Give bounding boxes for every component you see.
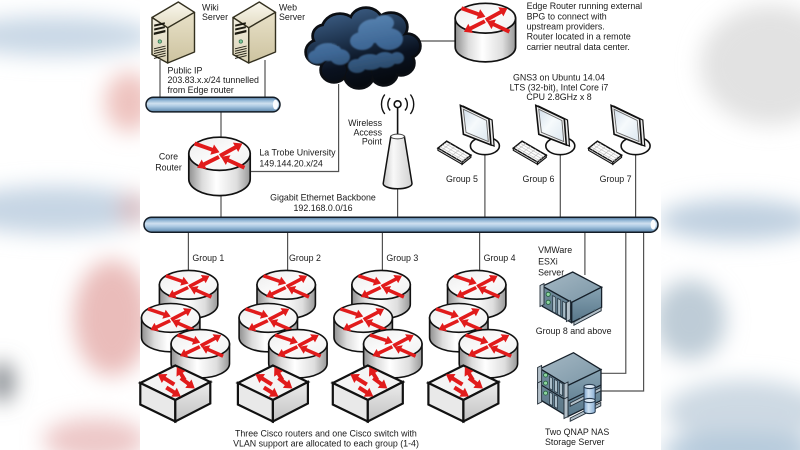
svg-text:149.144.20.x/24: 149.144.20.x/24 bbox=[259, 159, 323, 169]
svg-text:203.83.x.x/24 tunnelled: 203.83.x.x/24 tunnelled bbox=[168, 75, 260, 85]
svg-text:from Edge router: from Edge router bbox=[168, 85, 234, 95]
svg-text:Group 8 and above: Group 8 and above bbox=[536, 326, 612, 336]
svg-text:LTS (32-bit), Intel Core i7: LTS (32-bit), Intel Core i7 bbox=[510, 82, 609, 92]
svg-text:Three Cisco routers and one Ci: Three Cisco routers and one Cisco switch… bbox=[235, 428, 417, 438]
svg-text:Core: Core bbox=[159, 152, 178, 162]
svg-text:Server: Server bbox=[538, 268, 564, 278]
svg-text:VMWare: VMWare bbox=[538, 245, 572, 255]
svg-text:Group 2: Group 2 bbox=[289, 253, 321, 263]
svg-text:Server: Server bbox=[279, 12, 305, 22]
svg-text:Group 7: Group 7 bbox=[600, 174, 632, 184]
svg-text:VLAN support are allocated to: VLAN support are allocated to each group… bbox=[233, 439, 419, 449]
svg-text:Public IP: Public IP bbox=[168, 65, 203, 75]
svg-text:upstream providers.: upstream providers. bbox=[527, 22, 605, 32]
svg-text:Access: Access bbox=[353, 127, 382, 137]
svg-text:Group 1: Group 1 bbox=[192, 253, 224, 263]
svg-text:Group 4: Group 4 bbox=[484, 253, 516, 263]
svg-text:Router located in a remote: Router located in a remote bbox=[527, 32, 631, 42]
svg-text:Group 6: Group 6 bbox=[523, 174, 555, 184]
svg-text:ESXi: ESXi bbox=[538, 256, 558, 266]
svg-text:Wireless: Wireless bbox=[348, 118, 382, 128]
svg-text:Storage Server: Storage Server bbox=[545, 437, 605, 447]
svg-text:Group 5: Group 5 bbox=[446, 174, 478, 184]
svg-text:Router: Router bbox=[155, 162, 182, 172]
svg-text:GNS3 on Ubuntu 14.04: GNS3 on Ubuntu 14.04 bbox=[513, 73, 605, 83]
svg-text:Edge Router running external: Edge Router running external bbox=[527, 1, 643, 11]
svg-text:Group 3: Group 3 bbox=[386, 253, 418, 263]
svg-text:Two QNAP NAS: Two QNAP NAS bbox=[545, 427, 609, 437]
svg-text:Wiki: Wiki bbox=[202, 2, 219, 12]
svg-text:BPG to connect with: BPG to connect with bbox=[527, 11, 607, 21]
svg-text:La Trobe University: La Trobe University bbox=[259, 148, 336, 158]
svg-text:Gigabit Ethernet Backbone: Gigabit Ethernet Backbone bbox=[270, 192, 376, 202]
svg-text:Server: Server bbox=[202, 12, 228, 22]
svg-text:Web: Web bbox=[279, 2, 297, 12]
svg-text:Point: Point bbox=[362, 137, 383, 147]
svg-text:carrier neutral data center.: carrier neutral data center. bbox=[527, 42, 630, 52]
svg-text:192.168.0.0/16: 192.168.0.0/16 bbox=[293, 203, 352, 213]
svg-text:CPU 2.8GHz x 8: CPU 2.8GHz x 8 bbox=[526, 92, 591, 102]
